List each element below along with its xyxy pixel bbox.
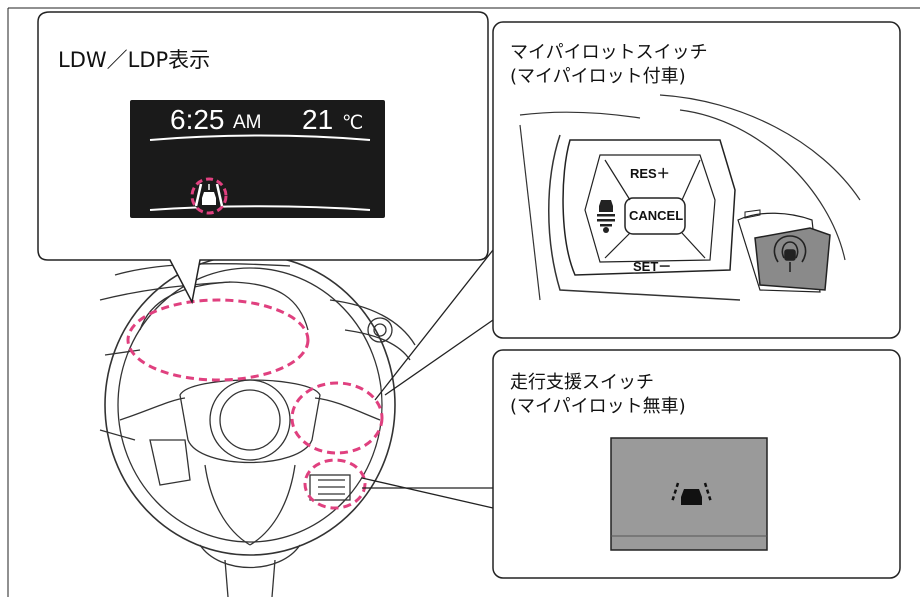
clock-ampm: AM — [233, 112, 262, 133]
outside-temp: 21 — [302, 104, 334, 135]
steering-wheel-scene — [99, 254, 416, 598]
highlight-markers — [126, 298, 384, 510]
assist-switch-button — [610, 437, 768, 551]
distance-setting-icon — [597, 200, 615, 233]
temp-unit: ℃ — [342, 113, 364, 134]
mypilot-icon — [773, 235, 807, 272]
assist-title-line2: (マイパイロット無車) — [510, 396, 686, 417]
assist-title-line1: 走行支援スイッチ — [510, 372, 654, 393]
clock-time: 6:25 — [170, 104, 225, 135]
callout-mypilot-switch — [374, 21, 901, 401]
cancel-button-label: CANCEL — [629, 208, 684, 223]
ldw-display-title: LDW／LDP表示 — [58, 48, 211, 72]
callout-ldw-display — [37, 11, 489, 305]
lane-departure-icon — [190, 177, 228, 215]
mypilot-title-line1: マイパイロットスイッチ — [510, 42, 708, 63]
res-button-label: RES＋ — [630, 166, 670, 181]
mypilot-title-line2: (マイパイロット付車) — [510, 66, 686, 87]
lane-assist-icon — [670, 482, 713, 505]
set-button-label: SET－ — [633, 259, 672, 274]
callout-assist-switch — [361, 349, 901, 579]
